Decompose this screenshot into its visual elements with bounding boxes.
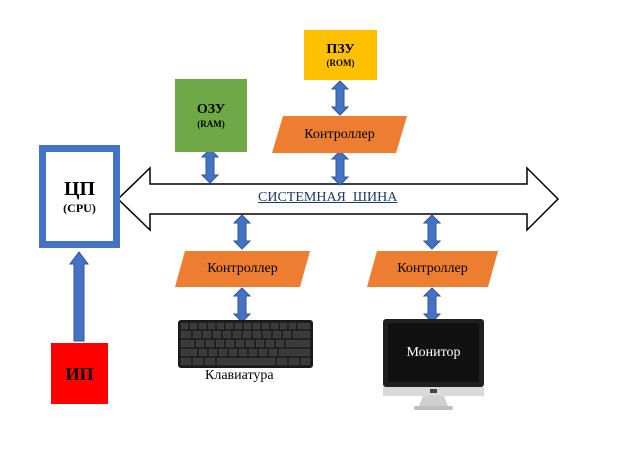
keyboard-controller-shape: [175, 251, 310, 287]
psu-block: ИП: [51, 343, 108, 404]
monitor-controller-arrow: [423, 287, 441, 323]
rom-title: ПЗУ: [326, 41, 355, 57]
keyboard-label: Клавиатура: [205, 368, 274, 383]
monitor-screen: Монитор: [388, 323, 479, 382]
rom-controller-label: Контроллер: [304, 126, 375, 142]
keyboard-icon: [178, 320, 313, 368]
psu-title: ИП: [65, 363, 94, 384]
ram-subtitle: (RAM): [197, 118, 225, 129]
bus-monitor-controller-arrow: [423, 214, 441, 250]
keyboard-controller: Контроллер: [175, 251, 310, 287]
rom-controller-shape: [272, 116, 407, 153]
psu-cpu-arrow: [69, 251, 89, 342]
monitor-icon: [383, 319, 484, 410]
monitor-label: Монитор: [406, 344, 461, 360]
cpu-title: ЦП: [63, 178, 96, 200]
monitor-controller-label: Контроллер: [397, 261, 468, 276]
keyboard-controller-arrow: [233, 287, 251, 323]
rom-controller-arrow: [331, 80, 349, 116]
ram-block: ОЗУ (RAM): [175, 79, 247, 152]
cpu-subtitle: (CPU): [63, 201, 96, 215]
system-bus-arrow: [116, 166, 560, 232]
cpu-block: ЦП (CPU): [39, 145, 120, 248]
rom-controller: Контроллер: [272, 116, 407, 153]
bus-keyboard-controller-arrow: [233, 214, 251, 250]
rom-block: ПЗУ (ROM): [304, 30, 377, 80]
ram-bus-arrow: [201, 148, 219, 184]
ram-title: ОЗУ: [196, 101, 226, 117]
monitor-controller: Контроллер: [367, 251, 498, 287]
controller-bus-arrow: [331, 150, 349, 186]
monitor-controller-shape: [367, 251, 498, 287]
keyboard-controller-label: Контроллер: [207, 261, 278, 276]
rom-subtitle: (ROM): [326, 57, 355, 68]
system-bus-label: СИСТЕМНАЯ ШИНА: [258, 190, 398, 205]
